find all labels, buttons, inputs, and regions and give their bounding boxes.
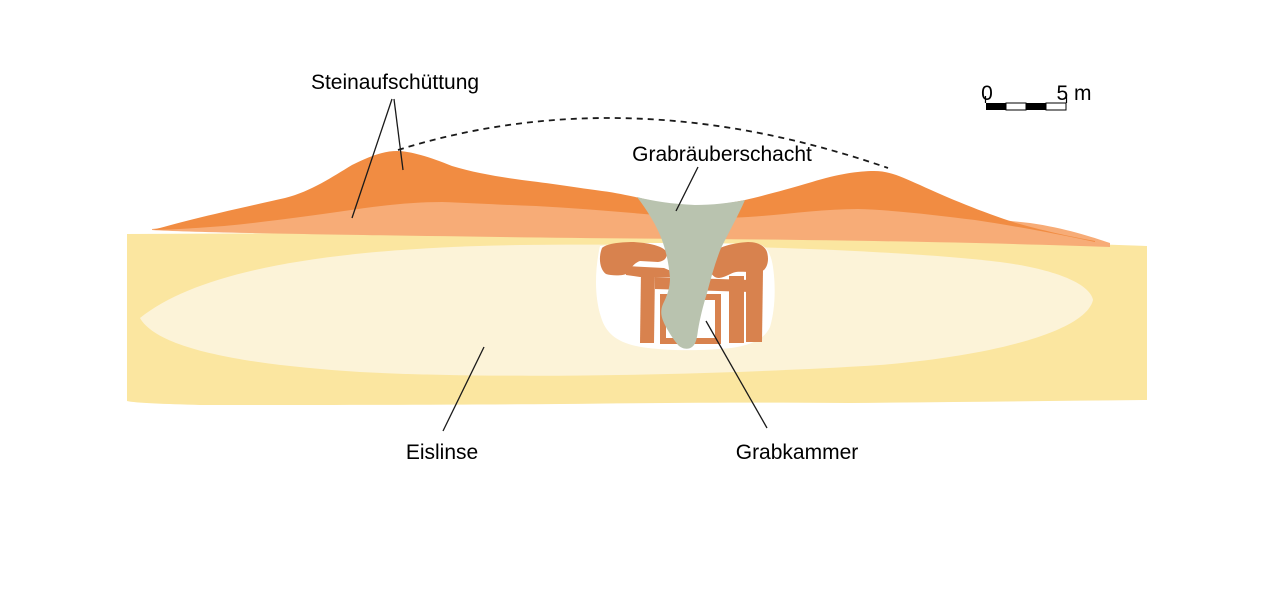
scale-bar-end-label: 5 m (1056, 82, 1092, 105)
scale-bar (984, 96, 1068, 111)
scale-bar-start-label: 0 (981, 82, 993, 105)
timber-right-inner-post (729, 276, 744, 343)
pointer-robber-shaft (675, 166, 699, 212)
mound-stone-fill (153, 151, 1095, 242)
label-ice-lens: Eislinse (405, 441, 479, 464)
pointer-stone-fill-left (351, 98, 393, 219)
robber-shaft-funnel (637, 197, 745, 349)
mound-inner-layer (152, 199, 1110, 247)
scale-bar-segment-2 (1005, 102, 1027, 111)
scale-bar-segment-3 (1026, 103, 1046, 110)
timber-right-outer-post (746, 269, 763, 342)
label-stone-fill: Steinaufschüttung (310, 71, 480, 94)
original-mound-dashed-arc (397, 117, 889, 169)
pointer-burial-chamber (705, 320, 768, 429)
timber-left-cap-beam (599, 242, 667, 276)
scale-bar-segment-1 (986, 103, 1006, 110)
pointer-stone-fill-right (393, 98, 404, 171)
timber-right-cap-beam (709, 242, 768, 278)
timber-left-post (640, 270, 655, 343)
pointer-lines (351, 98, 768, 432)
pointer-ice-lens (442, 346, 485, 432)
scale-bar-segment-4 (1045, 102, 1067, 111)
label-robber-shaft: Grabräuberschacht (632, 143, 812, 166)
label-burial-chamber: Grabkammer (735, 441, 859, 464)
